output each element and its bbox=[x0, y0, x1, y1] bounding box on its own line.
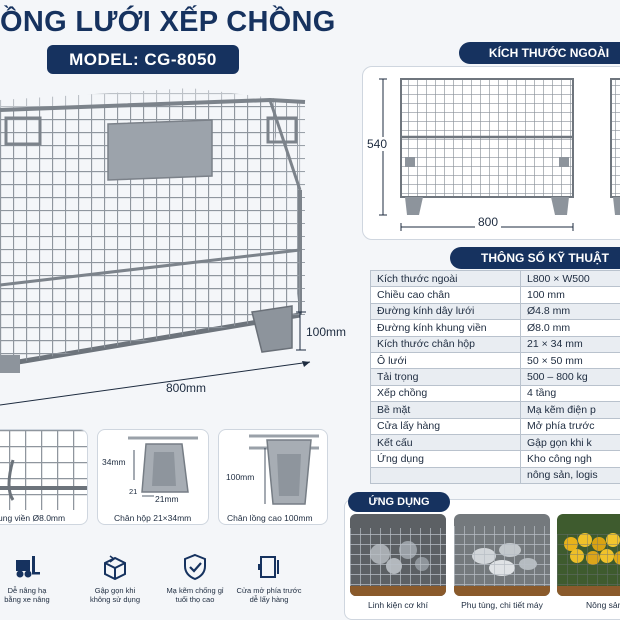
frame-rim-image bbox=[0, 430, 87, 510]
features-row: Dễ nâng hạ bằng xe nâng Gập gọn khi khôn… bbox=[0, 552, 340, 616]
feature-forklift: Dễ nâng hạ bằng xe nâng bbox=[0, 552, 60, 616]
spec-key: Tải trọng bbox=[370, 368, 521, 386]
detail-frame-rim bbox=[0, 429, 88, 525]
app-caption-produce: Nông sản bbox=[586, 600, 620, 610]
spec-key: Kết cấu bbox=[370, 433, 521, 452]
feature-galvanized-line2: tuổi thọ cao bbox=[175, 595, 215, 604]
spec-value: Mở phía trước bbox=[520, 417, 620, 435]
feature-front-door: Cửa mở phía trước dễ lấy hàng bbox=[236, 552, 302, 616]
feature-foldable-line1: Gập gọn khi bbox=[94, 586, 136, 595]
spec-value: Ø8.0 mm bbox=[520, 319, 620, 337]
front-door-icon bbox=[254, 552, 284, 582]
app-photo-machine-parts bbox=[454, 514, 550, 596]
forklift-icon bbox=[12, 552, 42, 582]
feature-galvanized: Mạ kẽm chống gỉ tuổi thọ cao bbox=[162, 552, 228, 616]
spec-value: Kho công ngh bbox=[520, 450, 620, 468]
foot-dim-34: 34mm bbox=[102, 457, 126, 467]
spec-value: nông sản, logis bbox=[520, 466, 620, 485]
spec-key: Xếp chồng bbox=[370, 384, 521, 403]
ext-height-label: 540 bbox=[367, 137, 388, 151]
app-photo-produce bbox=[557, 514, 620, 596]
detail-caption-rim: ung viền Ø8.0mm bbox=[0, 513, 66, 523]
spec-value: 4 tầng bbox=[520, 384, 620, 403]
page-title: ỒNG LƯỚI XẾP CHỒNG bbox=[0, 6, 336, 38]
leg-dim-100: 100mm bbox=[226, 472, 255, 482]
model-badge: MODEL: CG-8050 bbox=[47, 45, 239, 74]
foot-dim-21: 21mm bbox=[155, 494, 179, 504]
shield-check-icon bbox=[180, 552, 210, 582]
spec-key: Kích thước chân hộp bbox=[370, 335, 521, 353]
feature-galvanized-line1: Mạ kẽm chống gỉ bbox=[166, 586, 224, 595]
ext-width-label: 800 bbox=[475, 215, 502, 229]
spec-key: Bề mặt bbox=[370, 401, 521, 419]
app-caption-machine: Phụ tùng, chi tiết máy bbox=[461, 600, 543, 610]
spec-value: 21 × 34 mm bbox=[520, 335, 620, 353]
detail-foot-box bbox=[97, 429, 209, 525]
spec-key: Cửa lấy hàng bbox=[370, 417, 521, 435]
external-dims-drawing bbox=[379, 78, 620, 231]
spec-value: Mạ kẽm điện p bbox=[520, 401, 620, 419]
feature-forklift-line1: Dễ nâng hạ bbox=[7, 586, 47, 595]
spec-value: Gập gọn khi k bbox=[520, 433, 620, 452]
spec-key: Đường kính dây lưới bbox=[370, 302, 521, 321]
spec-key: Kích thước ngoài bbox=[370, 269, 521, 288]
foot-box-image bbox=[128, 436, 198, 497]
detail-caption-foot: Chân hộp 21×34mm bbox=[114, 513, 192, 523]
spec-value: Ø4.8 mm bbox=[520, 302, 620, 321]
foot-dim-21-small: 21 bbox=[129, 487, 138, 496]
spec-key: Chiều cao chân bbox=[370, 286, 521, 304]
feature-front-door-line1: Cửa mở phía trước bbox=[236, 586, 302, 595]
spec-key: Ô lưới bbox=[370, 351, 521, 370]
spec-value: 100 mm bbox=[520, 286, 620, 304]
dim-leg-height: 100mm bbox=[306, 325, 347, 339]
leg-image bbox=[249, 434, 319, 505]
feature-foldable: Gập gọn khi không sử dụng bbox=[82, 552, 148, 616]
external-dims-heading: KÍCH THƯỚC NGOÀI bbox=[459, 42, 620, 64]
spec-value: L800 × W500 bbox=[520, 269, 620, 288]
applications-heading: ỨNG DỤNG bbox=[348, 492, 450, 512]
feature-foldable-line2: không sử dụng bbox=[89, 595, 141, 604]
spec-value: 500 – 800 kg bbox=[520, 368, 620, 386]
detail-leg-height bbox=[218, 429, 328, 525]
spec-value: 50 × 50 mm bbox=[520, 351, 620, 370]
detail-caption-leg: Chân lồng cao 100mm bbox=[227, 513, 313, 523]
spec-key: Đường kính khung viền bbox=[370, 319, 521, 337]
spec-row: nông sản, logis bbox=[370, 466, 620, 485]
folded-box-icon bbox=[100, 552, 130, 582]
main-cage-image bbox=[0, 88, 311, 406]
app-photo-mechanical-parts bbox=[350, 514, 446, 596]
dim-width: 800mm bbox=[166, 381, 207, 395]
spec-key: Ứng dụng bbox=[370, 450, 521, 468]
specs-heading: THÔNG SỐ KỸ THUẬT bbox=[450, 247, 620, 269]
app-caption-mechanical: Linh kiện cơ khí bbox=[368, 600, 428, 610]
external-dims-panel: 540 800 bbox=[362, 66, 620, 240]
spec-key bbox=[370, 466, 521, 485]
feature-forklift-line2: bằng xe nâng bbox=[4, 595, 50, 604]
feature-front-door-line2: dễ lấy hàng bbox=[249, 595, 289, 604]
